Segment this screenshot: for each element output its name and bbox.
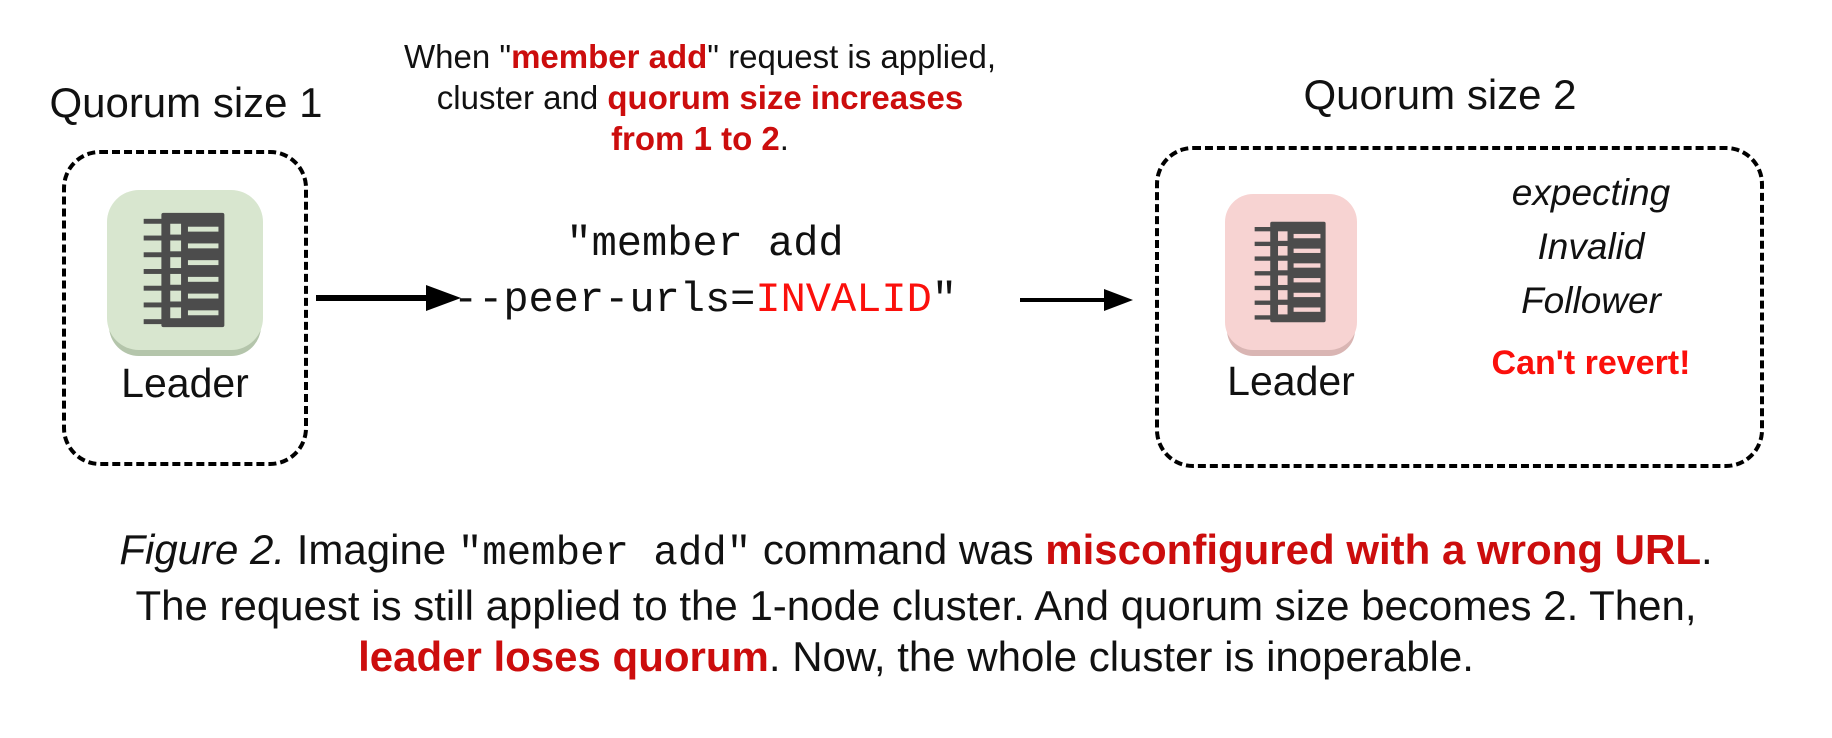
member-add-annotation: When "member add" request is applied, cl… (380, 36, 1020, 159)
expecting-line: Follower (1521, 280, 1661, 321)
annotation-line: from 1 to 2. (611, 120, 789, 157)
log-notebook-icon (143, 212, 225, 328)
leader-node-green (107, 190, 263, 350)
leader-node-pink (1225, 194, 1357, 350)
member-add-command: "member add --peer-urls=INVALID" (400, 216, 1010, 328)
arrow-right-icon (1018, 282, 1134, 323)
command-line: --peer-urls=INVALID" (452, 276, 958, 324)
leader-label: Leader (121, 360, 249, 406)
annotation-line: cluster and quorum size increases (436, 79, 964, 116)
expecting-line: Invalid (1537, 226, 1645, 267)
figure-caption: Figure 2. Imagine "member add" command w… (0, 524, 1832, 682)
command-line: "member add (566, 220, 844, 268)
expecting-follower-text: expecting Invalid Follower (1441, 166, 1741, 328)
annotation-line: When "member add" request is applied, (403, 38, 997, 75)
log-notebook-icon (1254, 221, 1326, 323)
caption-line: Figure 2. Imagine "member add" command w… (119, 526, 1713, 577)
cluster-after-box: Leader expecting Invalid Follower Can't … (1155, 146, 1764, 468)
arrow-right-icon (314, 278, 462, 323)
quorum-size-1-label: Quorum size 1 (49, 79, 323, 126)
leader-label: Leader (1227, 358, 1355, 404)
quorum-size-2-label: Quorum size 2 (1303, 71, 1577, 118)
caption-line: The request is still applied to the 1-no… (135, 582, 1697, 629)
cluster-before-box: Leader (62, 150, 308, 466)
cant-revert-warning: Can't revert! (1491, 344, 1691, 382)
caption-line: leader loses quorum. Now, the whole clus… (358, 633, 1474, 680)
expecting-line: expecting (1511, 172, 1671, 213)
